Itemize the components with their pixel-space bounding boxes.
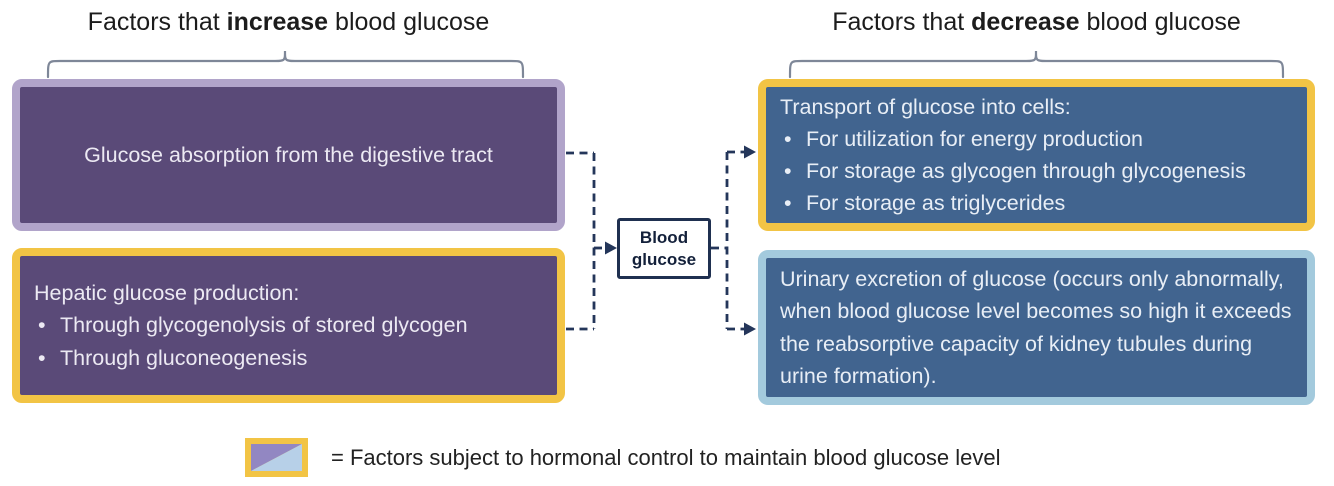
box-hepatic-production: Hepatic glucose production: Through glyc… — [12, 248, 565, 403]
box-urinary-excretion: Urinary excretion of glucose (occurs onl… — [758, 250, 1315, 405]
box-urinary-excretion-text: Urinary excretion of glucose (occurs onl… — [780, 267, 1292, 388]
box-hepatic-production-title: Hepatic glucose production: — [34, 281, 300, 306]
list-item: For utilization for energy production — [780, 123, 1293, 156]
blood-glucose-node: Blood glucose — [617, 218, 711, 279]
arrowhead-decrease-top — [744, 145, 756, 159]
heading-increase-prefix: Factors that — [87, 8, 227, 36]
heading-increase-suffix: blood glucose — [328, 8, 490, 36]
heading-decrease-keyword: decrease — [971, 8, 1080, 36]
legend: = Factors subject to hormonal control to… — [245, 438, 1001, 477]
legend-hormonal-control-swatch — [245, 438, 308, 477]
box-glucose-transport-title: Transport of glucose into cells: — [780, 94, 1071, 119]
blood-glucose-label: Blood glucose — [631, 228, 697, 269]
brace-increase — [46, 50, 525, 79]
heading-increase-keyword: increase — [226, 8, 329, 36]
arrowhead-decrease-bottom — [744, 322, 756, 336]
brace-decrease — [788, 50, 1285, 79]
heading-increase: Factors that increase blood glucose — [12, 6, 565, 39]
legend-swatch-icon — [251, 444, 302, 471]
box-hepatic-production-list: Through glycogenolysis of stored glycoge… — [34, 309, 543, 374]
list-item: Through glycogenolysis of stored glycoge… — [34, 309, 543, 342]
legend-swatch-blue-triangle — [251, 444, 302, 471]
heading-decrease: Factors that decrease blood glucose — [758, 6, 1315, 39]
box-glucose-transport-list: For utilization for energy production Fo… — [780, 123, 1293, 220]
heading-decrease-suffix: blood glucose — [1079, 8, 1241, 36]
legend-label: = Factors subject to hormonal control to… — [331, 444, 1001, 470]
list-item: For storage as glycogen through glycogen… — [780, 155, 1293, 188]
heading-decrease-prefix: Factors that — [832, 8, 972, 36]
box-glucose-absorption-text: Glucose absorption from the digestive tr… — [84, 142, 493, 167]
box-glucose-absorption: Glucose absorption from the digestive tr… — [12, 79, 565, 231]
list-item: For storage as triglycerides — [780, 187, 1293, 220]
arrowhead-into-node — [605, 241, 617, 255]
list-item: Through gluconeogenesis — [34, 342, 543, 375]
box-glucose-transport: Transport of glucose into cells: For uti… — [758, 79, 1315, 231]
